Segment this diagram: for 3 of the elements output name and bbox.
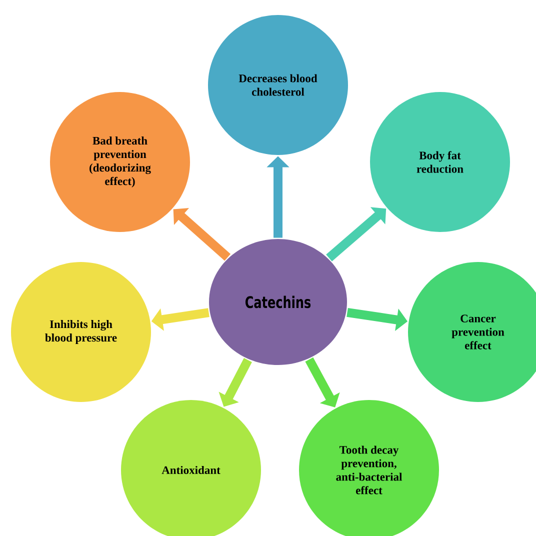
block-arrow: [326, 207, 386, 262]
block-arrow: [305, 357, 340, 408]
block-arrow: [173, 208, 231, 261]
